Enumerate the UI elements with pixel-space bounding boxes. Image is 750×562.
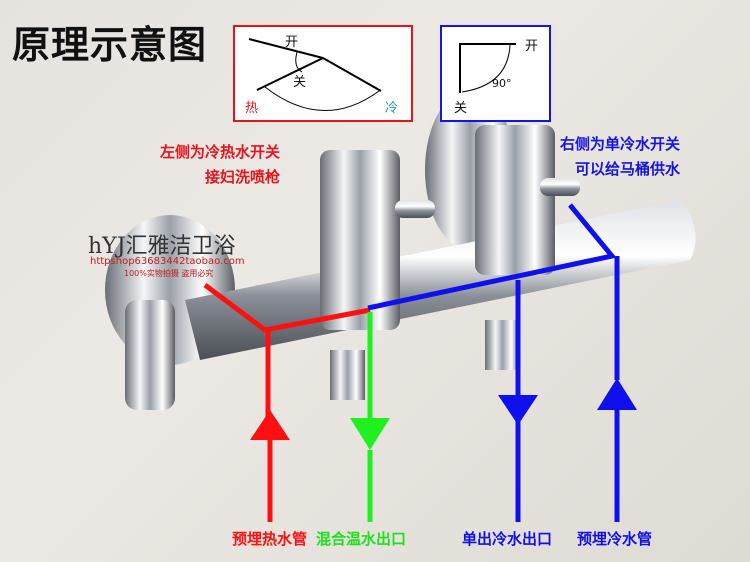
note-line: 右侧为单冷水开关 [560,135,681,153]
cold-label: 冷 [385,101,399,116]
close-label: 关 [293,75,307,90]
page-title: 原理示意图 [12,23,208,67]
angle-label: 90° [492,77,512,90]
note-line: 可以给马桶供水 [575,160,681,178]
cold-in-label: 预埋冷水管 [577,530,653,548]
hot-in-label: 预埋热水管 [232,530,308,548]
hot-cold-switch-diagram: 开 关 热 冷 [233,25,413,122]
open-label: 开 [525,39,539,54]
faucet-body [105,90,696,410]
hot-in-arrow-icon [250,410,290,440]
cold-in-arrow-icon [597,378,637,410]
cold-switch-diagram: 开 关 90° [440,25,551,122]
watermark: hYJ汇雅洁卫浴 httpshop63683442taobao.com 100%… [88,228,245,278]
watermark-slogan: 100%实物拍摄 盗用必究 [124,269,214,278]
right-angle-icon [459,43,516,93]
right-switch-note: 右侧为单冷水开关 可以给马桶供水 [560,132,680,182]
mixed-out-arrow-icon [350,418,390,450]
close-label: 关 [454,101,468,116]
hot-cold-angle-icon [248,38,382,111]
cold-out-label: 单出冷水出口 [462,530,553,548]
cold-out-arrow-icon [498,395,538,425]
hot-label: 热 [245,101,259,116]
water-flow-lines [203,203,620,522]
left-switch-note: 左侧为冷热水开关 接妇洗喷枪 [160,140,280,190]
note-line: 接妇洗喷枪 [205,168,281,186]
mixed-out-label: 混合温水出口 [316,530,407,548]
watermark-brand: hYJ汇雅洁卫浴 [88,234,236,259]
open-label: 开 [285,35,299,50]
note-line: 左侧为冷热水开关 [160,143,281,161]
watermark-url: httpshop63683442taobao.com [90,256,245,267]
